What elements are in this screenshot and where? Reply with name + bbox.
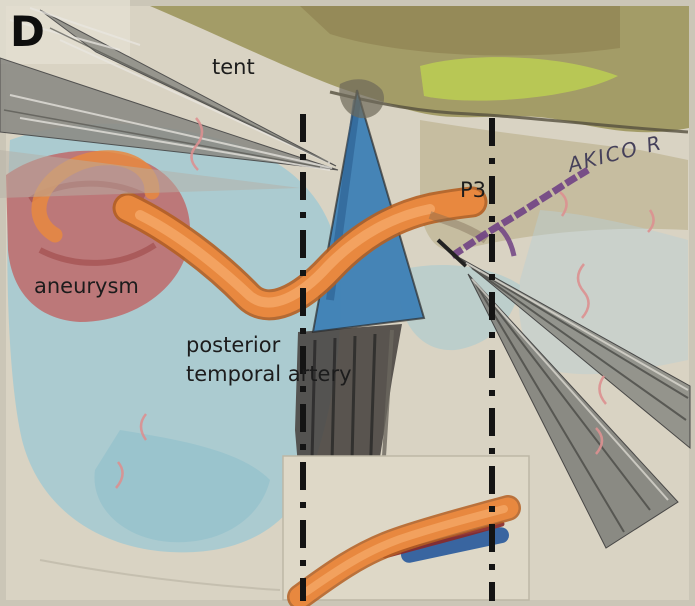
panel-letter: D: [10, 7, 45, 56]
label-aneurysm: aneurysm: [34, 274, 139, 298]
scissors-tip-line: [436, 238, 468, 268]
artery-highlight: [135, 204, 435, 308]
blue-wash-deep-patch: [94, 430, 271, 543]
bipolar-forceps-left: [0, 7, 339, 198]
csf-blue-wash: [7, 123, 520, 553]
forceps-lower-prong: [0, 57, 339, 171]
orange-artery: [112, 186, 489, 321]
label-p3: P3: [460, 178, 486, 202]
inset-panel: [282, 455, 530, 606]
forceps-highlights: [9, 7, 333, 171]
blade-outline: [311, 89, 426, 334]
blade-tip-smudge: [339, 79, 385, 119]
p3-vessel: [450, 166, 590, 259]
tent-brown-wash: [300, 6, 620, 56]
scissors-upper-blade: [459, 257, 691, 450]
label-artery-line2: temporal artery: [186, 362, 352, 386]
tent-green-wash: [420, 57, 618, 101]
shaft-hatching: [308, 333, 377, 546]
scissors-highlights: [465, 262, 689, 501]
forceps-pencil-lines: [3, 27, 329, 168]
label-artery-line1: posterior: [186, 333, 281, 357]
inset-clip-blue: [401, 527, 509, 563]
paper-crease: [39, 559, 281, 591]
p3-vessel-main: [450, 166, 590, 259]
inset-artery-highlight: [302, 505, 508, 596]
annotations: D tent aneurysm posterior temporal arter…: [10, 7, 665, 386]
tentorial-edge-wash: [420, 120, 688, 251]
label-tent: tent: [212, 55, 255, 79]
microscissors-right: [436, 238, 691, 549]
center-blue-wash: [400, 265, 520, 351]
forceps-faint-shaft: [0, 150, 300, 198]
pink-squiggles: [115, 117, 655, 489]
scissors-hatching: [471, 267, 689, 533]
p3-vessel-branch: [498, 226, 517, 257]
